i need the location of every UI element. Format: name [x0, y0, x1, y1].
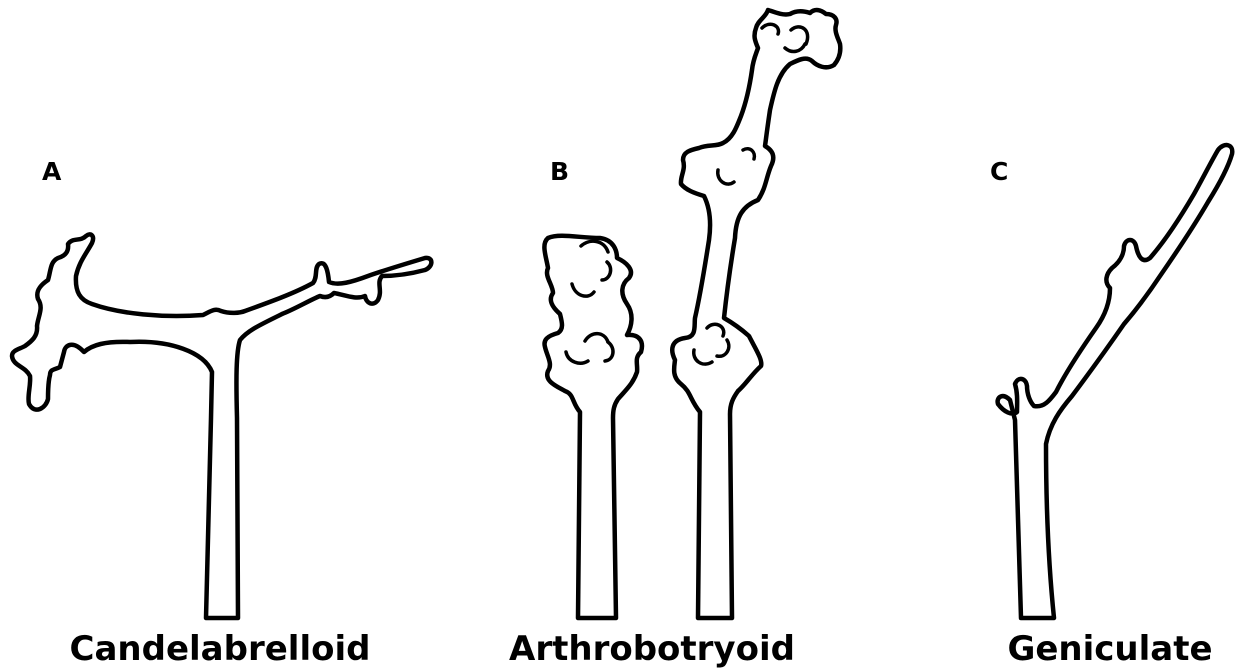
- panel-b: B Arthrobotryoid: [509, 10, 840, 669]
- panel-a-title: Candelabrelloid: [70, 629, 371, 669]
- panel-a-letter: A: [42, 157, 62, 186]
- panel-c-letter: C: [990, 157, 1008, 186]
- panel-c: C Geniculate: [990, 145, 1232, 669]
- panel-b-title: Arthrobotryoid: [509, 629, 795, 669]
- geniculate-conidiophore: [998, 145, 1233, 618]
- panel-b-letter: B: [550, 157, 569, 186]
- arthrobotryoid-conidiophore-tall: [672, 10, 840, 618]
- panel-c-title: Geniculate: [1007, 629, 1212, 669]
- candelabrelloid-conidiophore: [12, 234, 431, 618]
- panel-a: A Candelabrelloid: [12, 157, 431, 669]
